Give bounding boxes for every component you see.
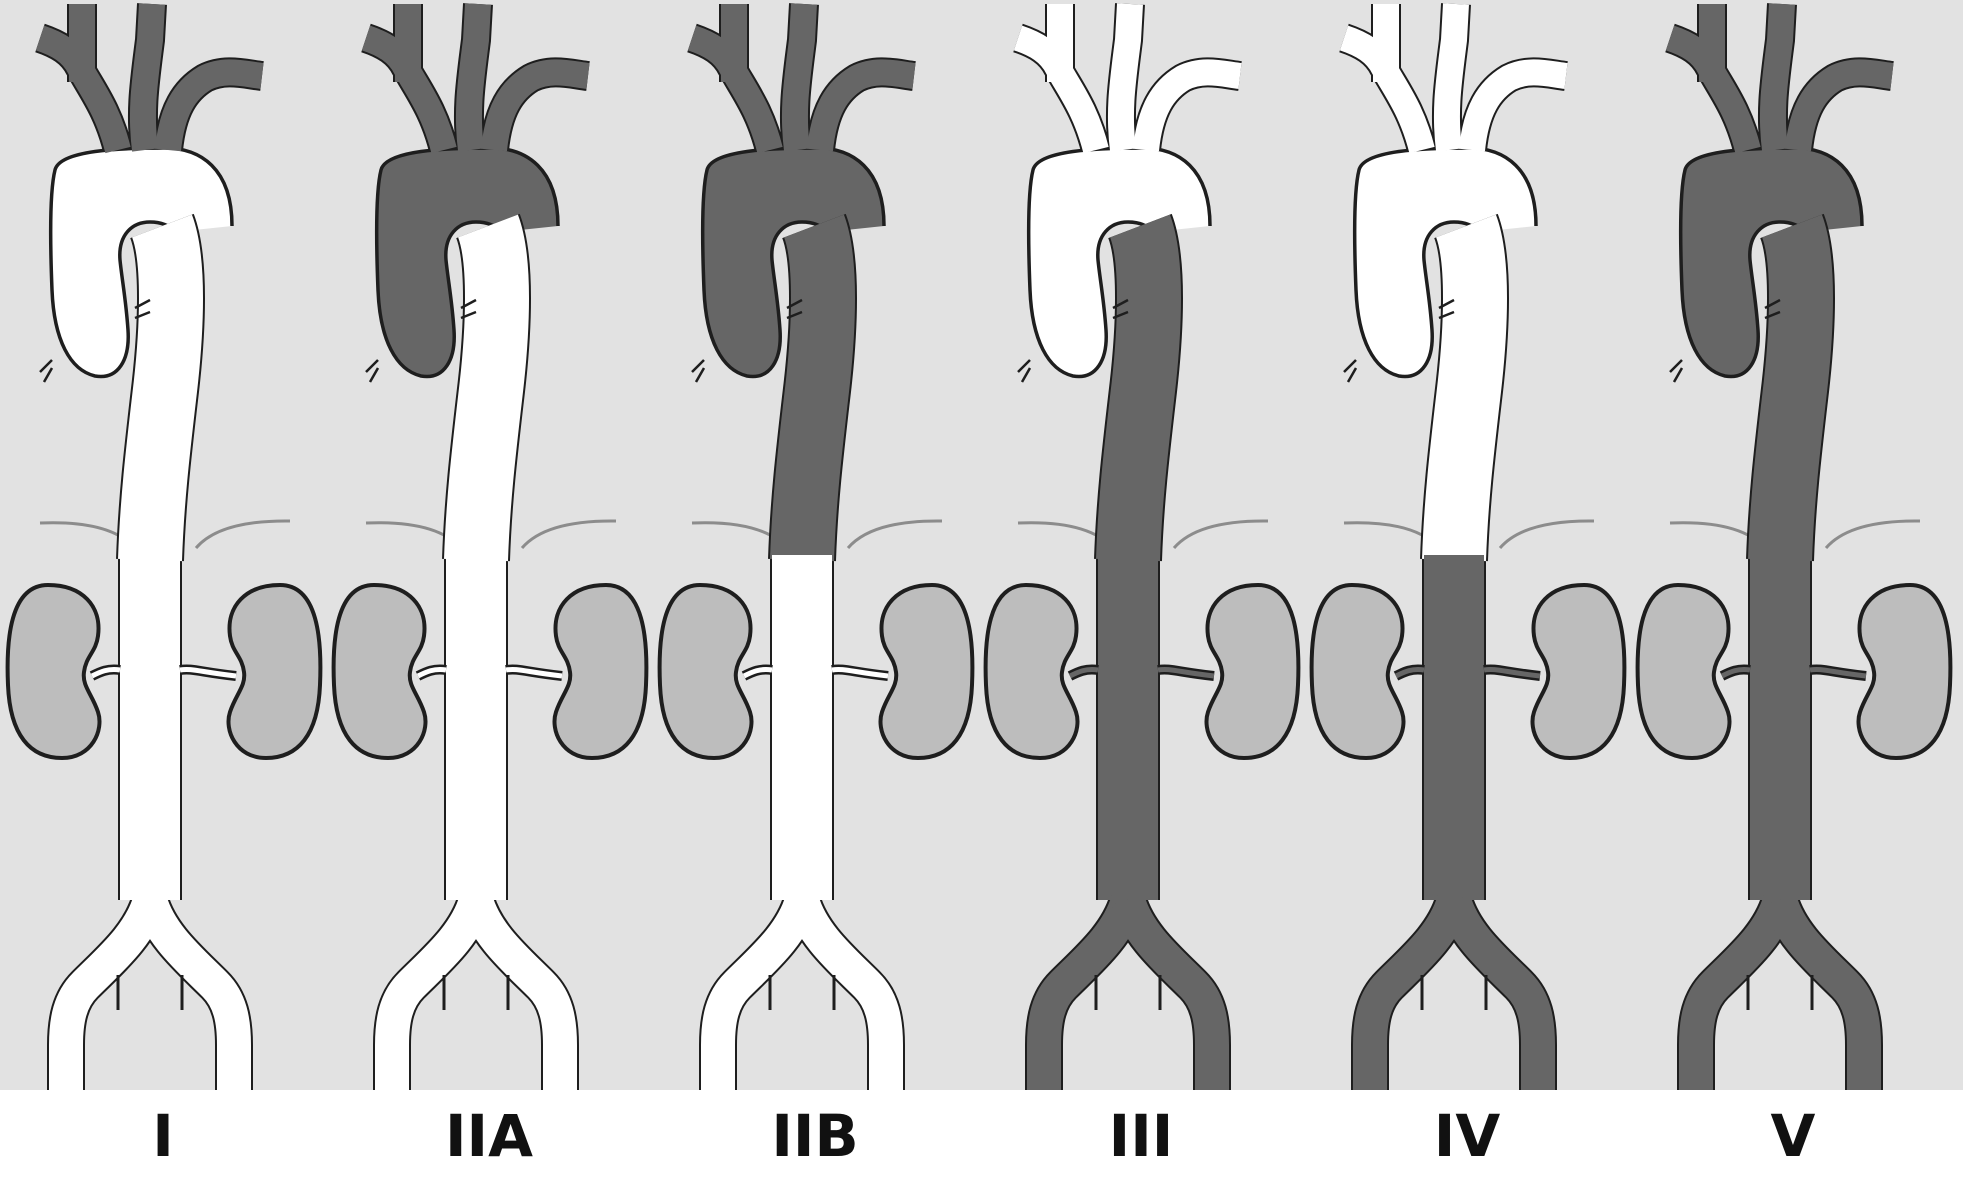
intercostal-branches: [786, 298, 803, 320]
renal-artery-right-fill: [1157, 667, 1215, 679]
kidney-left: [331, 582, 428, 761]
arch-vessel-3: [1433, 3, 1469, 152]
descending-thoracic-aorta: [118, 214, 203, 562]
descending-thoracic-aorta: [770, 214, 855, 562]
coronary-branches: [1017, 359, 1032, 383]
kidney-right: [1530, 582, 1627, 761]
arch-vessel-4: [1459, 59, 1568, 152]
descending-thoracic-aorta: [1096, 214, 1181, 562]
internal-iliac-branches: [1094, 975, 1162, 1010]
panel-6: [1635, 3, 1953, 1090]
kidney-left: [657, 582, 754, 761]
iliac-artery-1: [1353, 894, 1471, 1090]
renal-artery-left-fill: [416, 667, 447, 679]
kidney-right: [1856, 582, 1953, 761]
kidney-right: [226, 582, 323, 761]
panel-1: [5, 3, 323, 1090]
iliac-artery-1: [1679, 894, 1797, 1090]
diaphragm-right: [194, 519, 291, 549]
iliac-artery-2: [785, 894, 903, 1090]
renal-artery-left-fill: [742, 667, 773, 679]
panel-3: [657, 3, 975, 1090]
internal-iliac-branches: [1746, 975, 1814, 1010]
iliac-artery-1: [1027, 894, 1145, 1090]
panel-label-6: V: [1770, 1102, 1816, 1170]
aorta-diagram-figure: [0, 0, 1963, 1090]
renal-artery-left-fill: [90, 667, 121, 679]
panel-label-1: I: [152, 1102, 174, 1170]
renal-artery-right-fill: [831, 667, 889, 679]
descending-thoracic-aorta: [1748, 214, 1833, 562]
arch-vessel-4: [155, 59, 264, 152]
arch-vessel-4: [1133, 59, 1242, 152]
internal-iliac-branches: [116, 975, 184, 1010]
aorta-diagram: [5, 3, 1953, 1090]
panel-2: [331, 3, 649, 1090]
arch-vessel-4: [1785, 59, 1894, 152]
renal-artery-left-fill: [1720, 667, 1751, 679]
kidney-right: [552, 582, 649, 761]
coronary-branches: [1669, 359, 1684, 383]
panel-label-4: III: [1108, 1102, 1174, 1170]
arch-vessel-3: [455, 3, 491, 152]
internal-iliac-branches: [1420, 975, 1488, 1010]
arch-vessel-3: [1107, 3, 1143, 152]
iliac-artery-1: [701, 894, 819, 1090]
arch-vessel-3: [129, 3, 165, 152]
renal-artery-left-fill: [1394, 667, 1425, 679]
diaphragm-right: [1498, 519, 1595, 549]
panel-label-5: IV: [1433, 1102, 1501, 1170]
descending-thoracic-aorta: [1422, 214, 1507, 562]
coronary-branches: [1343, 359, 1358, 383]
intercostal-branches: [134, 298, 151, 320]
coronary-branches: [691, 359, 706, 383]
kidney-right: [1204, 582, 1301, 761]
arch-vessel-4: [481, 59, 590, 152]
arch-vessel-4: [807, 59, 916, 152]
renal-artery-right-fill: [505, 667, 563, 679]
renal-artery-right-fill: [179, 667, 237, 679]
renal-artery-right-fill: [1809, 667, 1867, 679]
iliac-artery-1: [49, 894, 167, 1090]
intercostal-branches: [1764, 298, 1781, 320]
kidney-left: [1635, 582, 1732, 761]
internal-iliac-branches: [442, 975, 510, 1010]
iliac-artery-2: [133, 894, 251, 1090]
panel-label-3: IIB: [771, 1102, 859, 1170]
descending-thoracic-aorta: [444, 214, 529, 562]
arch-vessel-3: [781, 3, 817, 152]
iliac-artery-2: [459, 894, 577, 1090]
iliac-artery-2: [1763, 894, 1881, 1090]
panel-label-2: IIA: [444, 1102, 534, 1170]
iliac-artery-2: [1111, 894, 1229, 1090]
iliac-artery-1: [375, 894, 493, 1090]
internal-iliac-branches: [768, 975, 836, 1010]
diaphragm-right: [520, 519, 617, 549]
kidney-right: [878, 582, 975, 761]
panel-4: [983, 3, 1301, 1090]
intercostal-branches: [460, 298, 477, 320]
coronary-branches: [39, 359, 54, 383]
diaphragm-right: [846, 519, 943, 549]
intercostal-branches: [1112, 298, 1129, 320]
diaphragm-right: [1172, 519, 1269, 549]
coronary-branches: [365, 359, 380, 383]
diaphragm-right: [1824, 519, 1921, 549]
iliac-artery-2: [1437, 894, 1555, 1090]
panel-5: [1309, 3, 1627, 1090]
intercostal-branches: [1438, 298, 1455, 320]
kidney-left: [5, 582, 102, 761]
kidney-left: [1309, 582, 1406, 761]
panel-labels: I IIA IIB III IV V: [0, 1090, 1963, 1190]
arch-vessel-3: [1759, 3, 1795, 152]
renal-artery-right-fill: [1483, 667, 1541, 679]
renal-artery-left-fill: [1068, 667, 1099, 679]
kidney-left: [983, 582, 1080, 761]
